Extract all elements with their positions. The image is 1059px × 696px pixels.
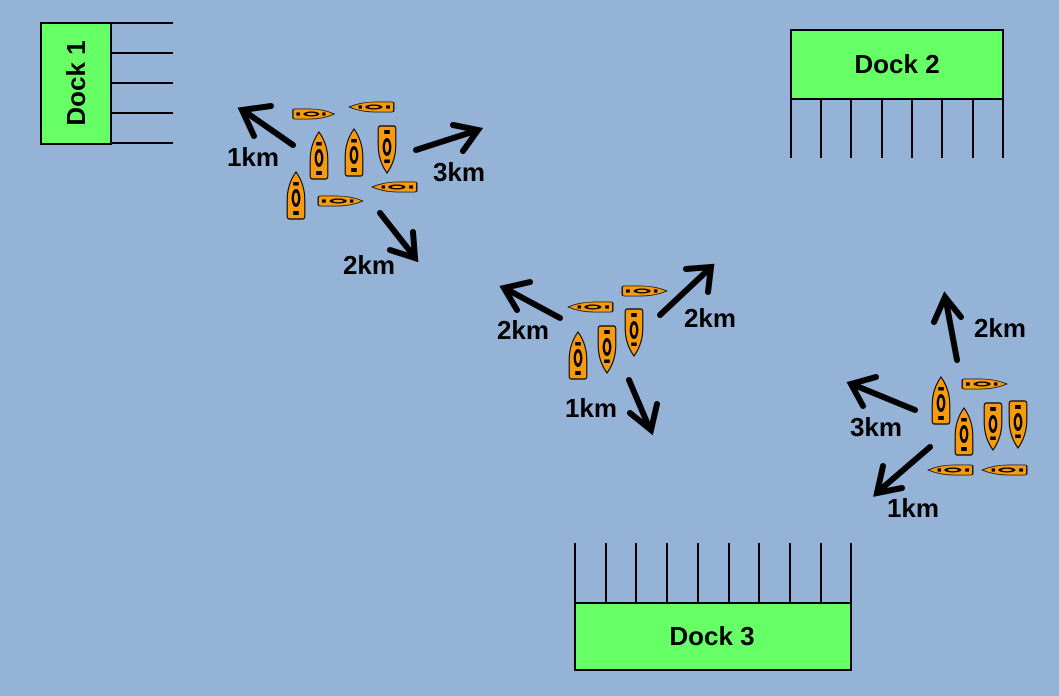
route-arrows-right	[846, 291, 964, 497]
route-label: 2km	[343, 250, 395, 280]
route-arrow	[851, 382, 918, 413]
route-arrow-head	[237, 103, 274, 139]
boat	[371, 181, 418, 193]
route-arrow	[413, 128, 478, 153]
route-arrow	[244, 110, 296, 148]
boat	[348, 101, 395, 113]
boat	[981, 464, 1028, 476]
route-label: 3km	[850, 412, 902, 442]
route-arrow-head	[931, 291, 964, 325]
route-label: 1km	[565, 393, 617, 423]
dock-2-piers	[790, 99, 1004, 158]
boat-group-center: 2km 2km 1km	[497, 263, 736, 436]
dock-3-platform	[574, 602, 852, 671]
boats-center	[567, 285, 668, 380]
route-arrows-center	[499, 263, 715, 436]
boats-right	[927, 376, 1028, 476]
boat	[954, 407, 974, 456]
dock-2: Dock 2	[790, 29, 1004, 158]
route-label: 2km	[497, 315, 549, 345]
route-arrow-head	[846, 374, 879, 409]
boat	[597, 325, 617, 374]
route-label: 1km	[887, 493, 939, 523]
route-label: 3km	[433, 157, 485, 187]
route-arrow-head	[499, 279, 533, 313]
boat-group-top-left: 1km 3km 2km	[227, 101, 485, 280]
route-arrow-head	[450, 122, 484, 154]
boat-group-right: 2km 3km 1km	[846, 291, 1028, 523]
route-label: 2km	[684, 303, 736, 333]
route-arrow	[377, 210, 416, 258]
route-label: 1km	[227, 142, 279, 172]
route-label: 2km	[974, 313, 1026, 343]
boat	[344, 128, 364, 177]
route-arrow	[943, 298, 960, 363]
boat	[961, 378, 1008, 390]
boat	[624, 308, 644, 357]
route-arrow	[626, 377, 652, 430]
dock-1-label: Dock 1	[61, 40, 91, 125]
route-arrow-head	[683, 263, 715, 295]
route-arrow	[505, 287, 563, 321]
boat	[309, 131, 329, 180]
dock-1: Dock 1	[40, 22, 173, 145]
boat	[286, 171, 306, 220]
route-arrow-head	[387, 229, 419, 263]
dock-3-label: Dock 3	[669, 621, 754, 651]
boat	[377, 125, 397, 174]
dock-3-piers	[574, 543, 852, 603]
route-arrow-head	[627, 401, 660, 436]
dock-2-platform	[790, 29, 1004, 100]
boat	[568, 331, 588, 380]
route-arrow	[877, 444, 933, 493]
dock-1-piers	[111, 22, 173, 144]
route-arrow-head	[873, 463, 905, 497]
boat	[292, 108, 335, 120]
boats-top-left	[286, 101, 418, 220]
route-arrow	[657, 267, 711, 318]
boat	[621, 285, 668, 297]
boat	[931, 376, 951, 425]
dock-3: Dock 3	[574, 543, 852, 671]
route-arrows-top-left	[237, 103, 484, 263]
boat	[567, 301, 614, 313]
boat	[317, 195, 364, 207]
boat	[983, 402, 1003, 451]
dock-1-platform	[40, 22, 112, 145]
boat	[927, 464, 974, 476]
boat	[1008, 400, 1028, 449]
dock-2-label: Dock 2	[854, 49, 939, 79]
